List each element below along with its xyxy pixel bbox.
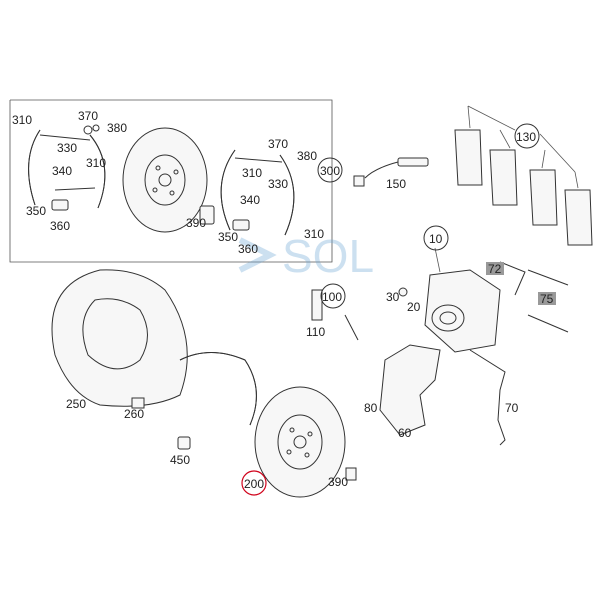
label-110: 110 [306, 325, 325, 339]
label-box-72 [486, 262, 504, 275]
shoe-lower [131, 352, 257, 450]
label-30: 30 [386, 290, 400, 304]
label-370: 370 [78, 109, 98, 123]
guide-pins [499, 261, 569, 333]
callout-100 [320, 283, 346, 309]
label-330: 330 [57, 141, 77, 155]
label-450: 450 [170, 453, 190, 467]
label-310: 310 [242, 166, 262, 180]
wear-sensor [353, 157, 429, 187]
label-box-75 [538, 292, 556, 305]
label-60: 60 [398, 426, 412, 440]
label-360: 360 [238, 242, 258, 256]
callout-300 [317, 157, 343, 183]
label-330: 330 [268, 177, 288, 191]
label-390: 390 [186, 216, 206, 230]
label-380: 380 [107, 121, 127, 135]
label-200: 200 [244, 477, 264, 491]
brake-shoes-left [28, 124, 106, 211]
brake-shoes-right [199, 149, 295, 236]
label-72: 72 [488, 262, 502, 276]
label-75: 75 [540, 292, 554, 306]
label-150: 150 [386, 177, 406, 191]
label-300: 300 [320, 164, 340, 178]
label-370: 370 [268, 137, 288, 151]
backing-plate [51, 269, 188, 407]
label-100: 100 [322, 290, 342, 304]
label-340: 340 [52, 164, 72, 178]
callout-130 [514, 123, 540, 149]
callout-200 [241, 470, 267, 496]
label-390: 390 [328, 475, 348, 489]
label-260: 260 [124, 407, 144, 421]
rotor-top [122, 127, 208, 233]
label-340: 340 [240, 193, 260, 207]
label-310: 310 [12, 113, 32, 127]
brake-pads [454, 105, 593, 246]
callout-10 [423, 225, 449, 251]
label-80: 80 [364, 401, 378, 415]
brake-rotor-200 [254, 386, 357, 498]
label-10: 10 [429, 232, 443, 246]
label-310: 310 [86, 156, 106, 170]
spring-clip [469, 349, 506, 446]
label-380: 380 [297, 149, 317, 163]
label-350: 350 [218, 230, 238, 244]
bolt-set [311, 289, 359, 341]
caliper [398, 247, 501, 353]
label-360: 360 [50, 219, 70, 233]
watermark-text: SOL [282, 230, 374, 282]
label-310: 310 [304, 227, 324, 241]
label-20: 20 [407, 300, 421, 314]
label-250: 250 [66, 397, 86, 411]
label-130: 130 [516, 130, 536, 144]
caliper-carrier [379, 344, 441, 436]
label-350: 350 [26, 204, 46, 218]
label-70: 70 [505, 401, 519, 415]
watermark: SOL [238, 230, 374, 282]
group-frame [9, 99, 333, 263]
